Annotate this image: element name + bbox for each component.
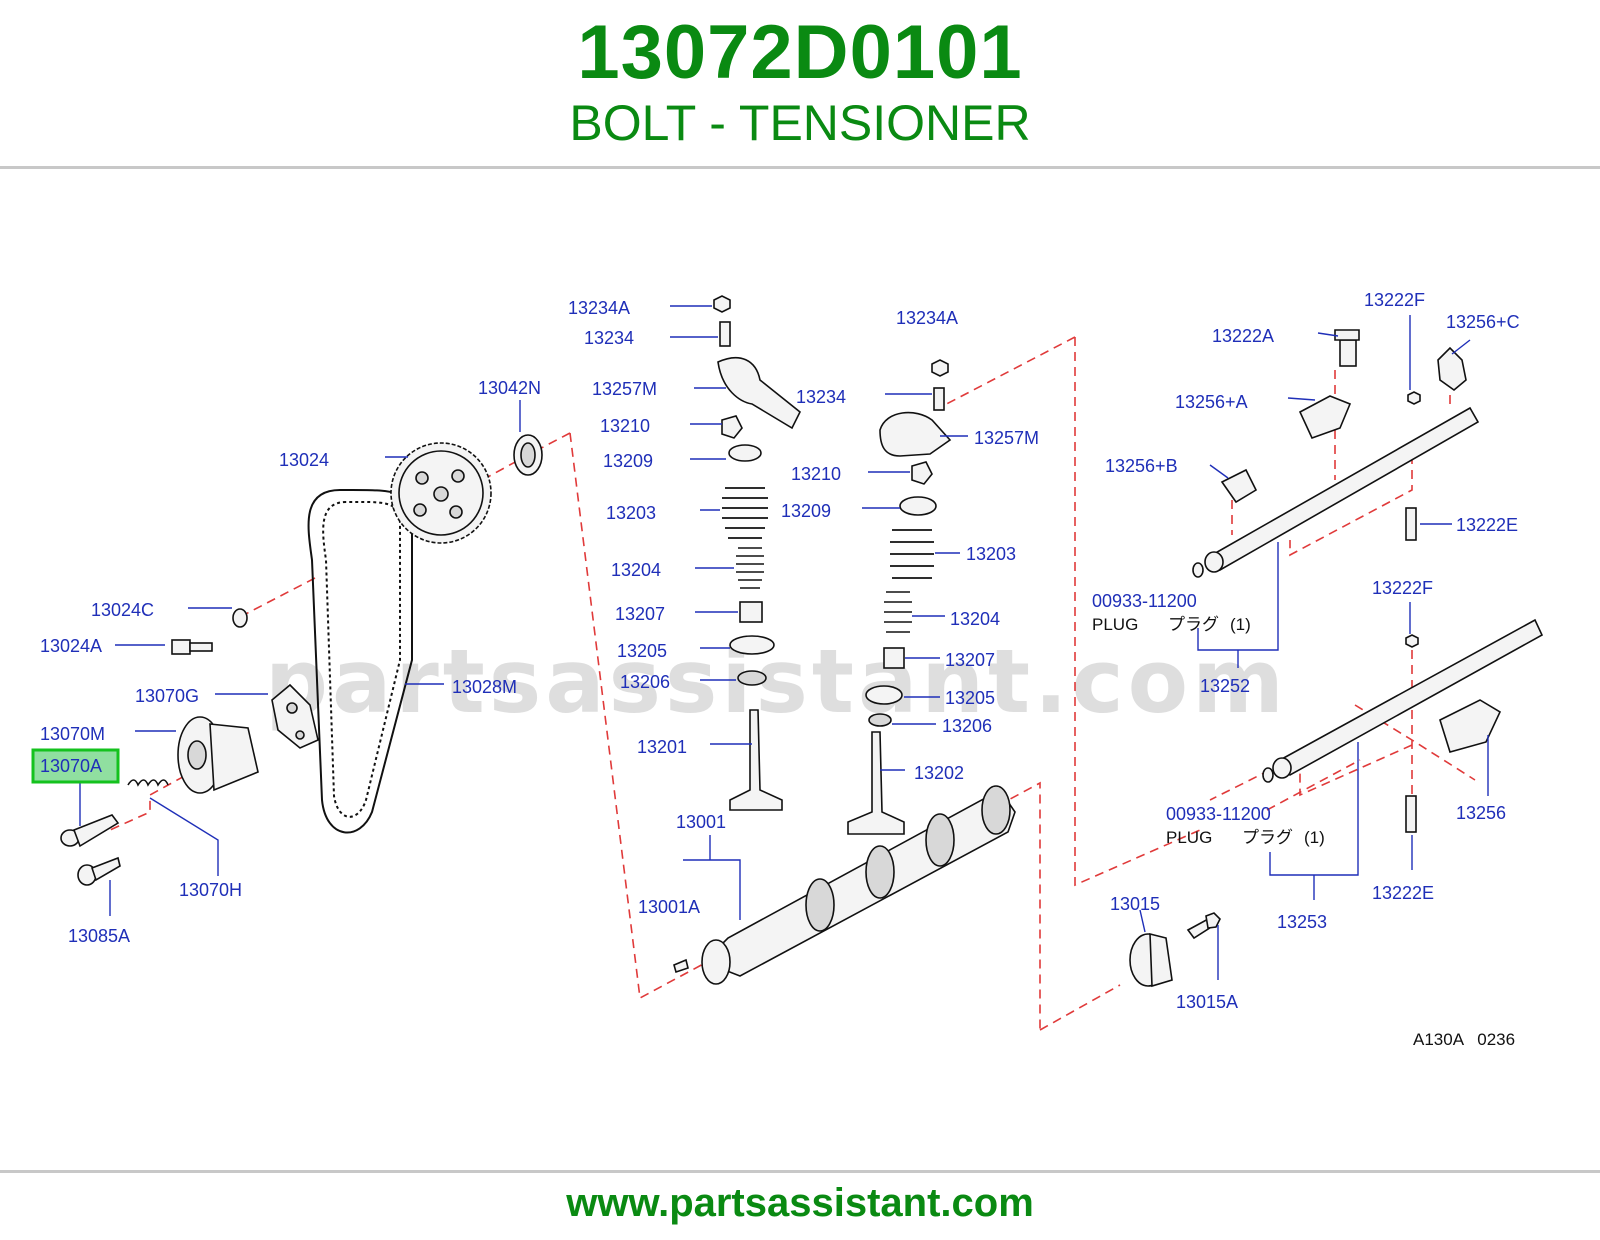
washer-13024C: [232, 608, 248, 628]
label-13028M[interactable]: 13028M: [452, 677, 517, 697]
label-13234A-left[interactable]: 13234A: [568, 298, 630, 318]
tensioner-bolt-13070A: [60, 814, 120, 848]
label-13207-right[interactable]: 13207: [945, 650, 995, 670]
label-13253[interactable]: 13253: [1277, 912, 1327, 932]
label-13070A[interactable]: 13070A: [40, 756, 102, 776]
label-13222F-bottom[interactable]: 13222F: [1372, 578, 1433, 598]
label-13024[interactable]: 13024: [279, 450, 329, 470]
rocker-shaft-13253: [1262, 618, 1544, 833]
label-00933-11200-top[interactable]: 00933-11200: [1092, 591, 1197, 611]
label-13001A[interactable]: 13001A: [638, 897, 700, 917]
label-13015[interactable]: 13015: [1110, 894, 1160, 914]
label-13070G[interactable]: 13070G: [135, 686, 199, 706]
label-13201[interactable]: 13201: [637, 737, 687, 757]
plug-qty-bottom: (1): [1304, 828, 1325, 847]
tensioner-pulley-13070M: [177, 716, 259, 794]
label-13222E-top[interactable]: 13222E: [1456, 515, 1518, 535]
valve-train-left: [713, 295, 802, 811]
label-13202[interactable]: 13202: [914, 763, 964, 783]
label-13210-right[interactable]: 13210: [791, 464, 841, 484]
label-13256[interactable]: 13256: [1456, 803, 1506, 823]
label-13234-left[interactable]: 13234: [584, 328, 634, 348]
plug-jp-top: プラグ: [1168, 615, 1219, 634]
label-13256-C[interactable]: 13256+C: [1446, 312, 1520, 332]
label-13205-right[interactable]: 13205: [945, 688, 995, 708]
website-link[interactable]: www.partsassistant.com: [566, 1181, 1034, 1225]
label-13222F-top[interactable]: 13222F: [1364, 290, 1425, 310]
label-13206-right[interactable]: 13206: [942, 716, 992, 736]
oil-seal-13042N: [513, 434, 543, 476]
label-13256-A[interactable]: 13256+A: [1175, 392, 1248, 412]
label-13204-right[interactable]: 13204: [950, 609, 1000, 629]
label-13210-left[interactable]: 13210: [600, 416, 650, 436]
idler-pulley-13015: [1129, 912, 1221, 988]
label-13205-left[interactable]: 13205: [617, 641, 667, 661]
plug-qty-top: (1): [1230, 615, 1251, 634]
label-13234A-right[interactable]: 13234A: [896, 308, 958, 328]
label-13207-left[interactable]: 13207: [615, 604, 665, 624]
figure-code: A130A 0236: [1413, 1030, 1515, 1049]
label-13222A[interactable]: 13222A: [1212, 326, 1274, 346]
footer-divider: [0, 1170, 1600, 1173]
label-13257M-right[interactable]: 13257M: [974, 428, 1039, 448]
plug-text-bottom: PLUG: [1166, 828, 1212, 847]
label-13209-right[interactable]: 13209: [781, 501, 831, 521]
label-13204-left[interactable]: 13204: [611, 560, 661, 580]
label-13203-right[interactable]: 13203: [966, 544, 1016, 564]
tensioner-bracket-13070G: [271, 683, 319, 749]
part-description: BOLT - TENSIONER: [569, 95, 1031, 151]
label-13024C[interactable]: 13024C: [91, 600, 154, 620]
label-13070H[interactable]: 13070H: [179, 880, 242, 900]
camshaft-sprocket: [390, 442, 492, 544]
label-13070M[interactable]: 13070M: [40, 724, 105, 744]
label-13209-left[interactable]: 13209: [603, 451, 653, 471]
valve-train-right: [847, 359, 952, 835]
part-number-title: 13072D0101: [577, 10, 1023, 95]
label-13252[interactable]: 13252: [1200, 676, 1250, 696]
highlight-box: [31, 748, 120, 784]
label-13234-right[interactable]: 13234: [796, 387, 846, 407]
label-13085A[interactable]: 13085A: [68, 926, 130, 946]
camshaft-13001: [673, 785, 1016, 985]
label-13015A[interactable]: 13015A: [1176, 992, 1238, 1012]
bolt-13085A: [77, 856, 121, 886]
part-labels: 13234A 13234 13257M 13210 13209 13203 13…: [40, 290, 1520, 1049]
plug-jp-bottom: プラグ: [1242, 828, 1293, 847]
rocker-shaft-13252: [1192, 329, 1480, 578]
label-13206-left[interactable]: 13206: [620, 672, 670, 692]
label-13222E-bottom[interactable]: 13222E: [1372, 883, 1434, 903]
leader-lines: [79, 305, 1489, 980]
plug-text-top: PLUG: [1092, 615, 1138, 634]
label-13001[interactable]: 13001: [676, 812, 726, 832]
label-13203-left[interactable]: 13203: [606, 503, 656, 523]
watermark: partsassistant.com: [265, 630, 1288, 733]
label-13256-B[interactable]: 13256+B: [1105, 456, 1178, 476]
label-13024A[interactable]: 13024A: [40, 636, 102, 656]
tensioner-spring-13070H: [127, 779, 169, 787]
label-13042N[interactable]: 13042N: [478, 378, 541, 398]
label-13257M-left[interactable]: 13257M: [592, 379, 657, 399]
bolt-13024A: [171, 639, 213, 655]
header-divider: [0, 166, 1600, 169]
label-00933-11200-bottom[interactable]: 00933-11200: [1166, 804, 1271, 824]
